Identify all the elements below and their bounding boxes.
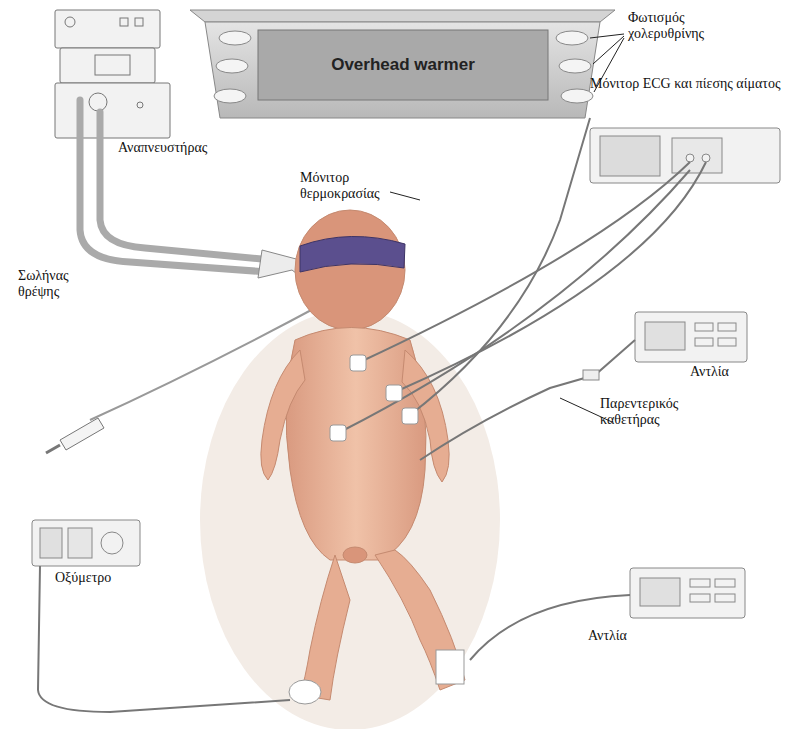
part-label: Φωτισμός χολερυθρίνης (628, 10, 738, 42)
ventilator-device (55, 10, 170, 138)
infusion-line (470, 595, 630, 660)
device-name: Αντλία (690, 364, 729, 380)
leader-line (390, 34, 624, 422)
electrodes (330, 355, 418, 441)
eye-mask (300, 236, 405, 272)
blanket (200, 310, 500, 729)
ventilator-label: Αναπνευστήρας (118, 140, 238, 164)
temperature-wire (410, 118, 590, 415)
device-name: Overhead warmer (331, 55, 475, 75)
warmer-unit (190, 10, 615, 118)
connector (583, 370, 599, 380)
device-name: Οξύμετρο (55, 570, 111, 586)
infant (261, 210, 465, 700)
device-name: Αναπνευστήρας (118, 140, 207, 156)
oximeter-wire (38, 566, 290, 712)
device-name: Μόνιτορ ECG και πίεσης αίματος (590, 76, 780, 92)
device-name: Αντλία (588, 628, 627, 644)
warmer-panel: Overhead warmer (258, 30, 548, 100)
oximeter-label: Οξύμετρο (55, 570, 145, 592)
ecg-monitor-label: Μόνιτορ ECG και πίεσης αίματος (590, 76, 784, 126)
pump-label: Αντλία (588, 628, 658, 650)
pump-device (630, 568, 745, 618)
leg-splint (436, 650, 464, 684)
oximeter-probe (289, 680, 321, 704)
ventilator-tubing (80, 100, 272, 272)
part-label: Μόνιτορ θερμοκρασίας (300, 170, 395, 202)
part-label: Παρεντερικός καθετήρας (600, 396, 710, 428)
pump-label: Αντλία (690, 364, 760, 386)
ecg-wires (340, 162, 706, 432)
pump-device (635, 312, 747, 362)
oximeter-device (32, 520, 140, 566)
part-label: Σωλήνας θρέψης (18, 268, 88, 300)
